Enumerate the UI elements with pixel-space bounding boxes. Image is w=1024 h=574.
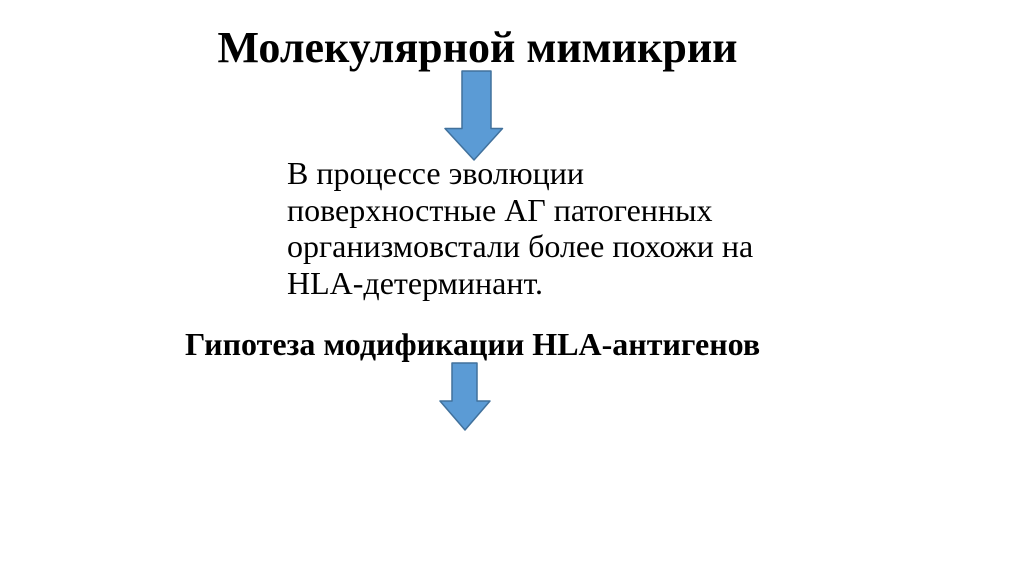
paragraph-line: организмовстали более похожи на — [287, 228, 754, 265]
down-arrow-icon — [444, 70, 504, 161]
evolution-paragraph: В процессе эволюции поверхностные АГ пат… — [287, 155, 753, 301]
slide-title: Молекулярной мимикрии — [217, 23, 738, 72]
paragraph-line: HLA-детерминант. — [287, 264, 544, 301]
paragraph-line: В процессе эволюции — [287, 155, 585, 191]
hypothesis-heading: Гипотеза модификации HLA-антигенов — [185, 326, 761, 362]
down-arrow-icon — [439, 362, 491, 431]
paragraph-line: поверхностные АГ патогенных — [287, 191, 713, 228]
down-arrow-shape — [439, 362, 491, 431]
down-arrow-shape — [444, 70, 504, 161]
